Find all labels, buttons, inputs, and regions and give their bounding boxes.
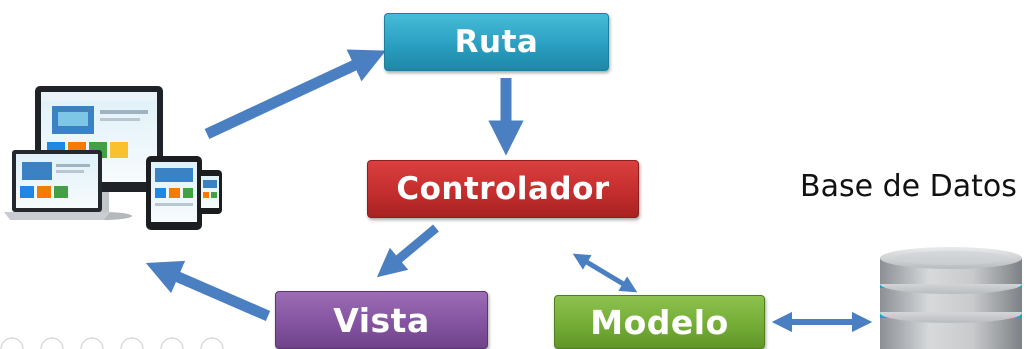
controlador-node: Controlador xyxy=(367,160,639,218)
vista-node: Vista xyxy=(275,291,488,349)
arrow-vista-to-devices xyxy=(145,260,271,322)
ruta-node: Ruta xyxy=(384,13,609,71)
database-icon xyxy=(880,247,1022,349)
database-label: Base de Datos xyxy=(800,169,1017,204)
modelo-node: Modelo xyxy=(554,295,765,349)
decorative-circles xyxy=(0,337,224,349)
vista-label: Vista xyxy=(333,300,430,340)
modelo-label: Modelo xyxy=(590,302,729,342)
arrow-controlador-modelo xyxy=(572,253,638,293)
arrow-controlador-to-vista xyxy=(376,224,439,278)
arrow-devices-to-ruta xyxy=(204,49,386,139)
ruta-label: Ruta xyxy=(454,24,539,60)
controlador-label: Controlador xyxy=(396,171,610,207)
responsive-devices-icon xyxy=(4,86,222,230)
